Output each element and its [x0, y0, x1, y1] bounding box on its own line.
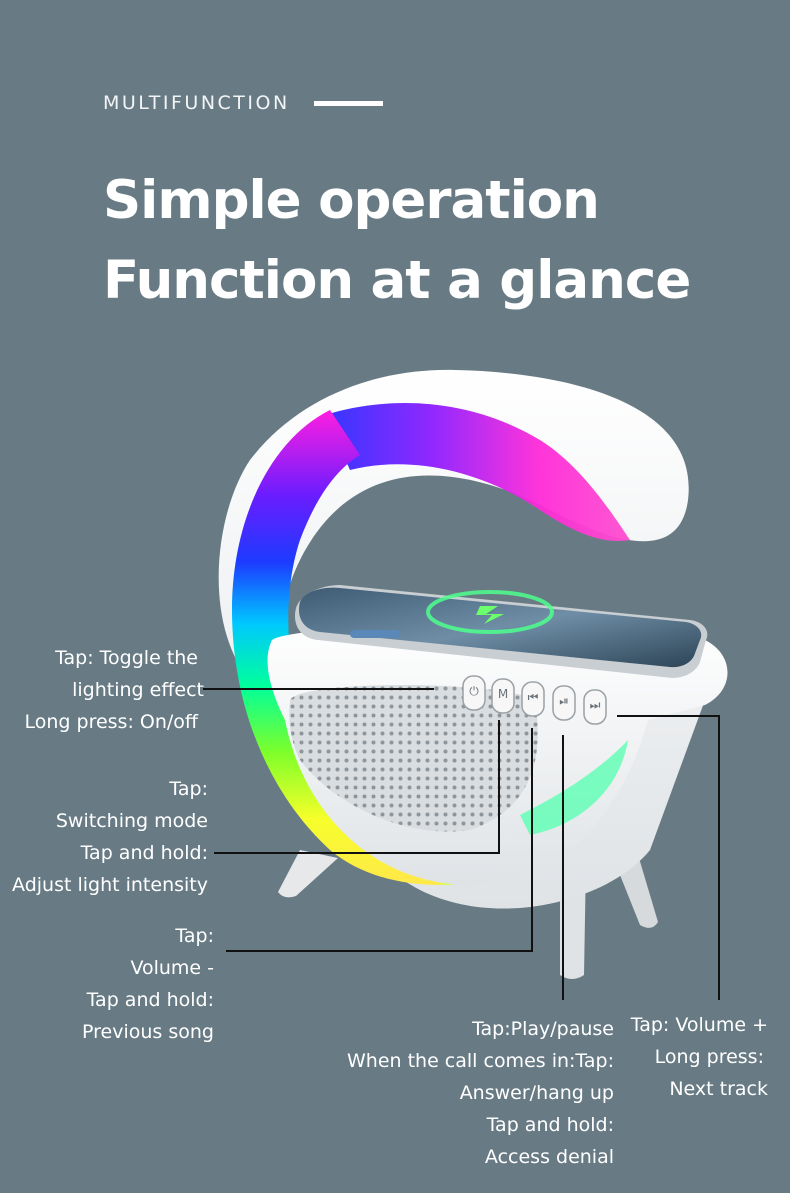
callout-play-pause-button: Tap:Play/pause When the call comes in:Ta… — [347, 1013, 614, 1173]
power-icon: ⏻ — [469, 684, 479, 698]
callout-line: Long press: On/off — [24, 711, 198, 733]
callout-line: lighting effect — [72, 679, 204, 701]
callout-line: Tap and hold: — [486, 1114, 614, 1136]
play-pause-icon: ⏯ — [559, 694, 569, 708]
mode-icon: M — [497, 687, 509, 701]
callout-line: Tap: Toggle the — [55, 647, 198, 669]
callout-power-button: Tap: Toggle the lighting effect Long pre… — [24, 642, 204, 738]
eyebrow-label: MULTIFUNCTION — [103, 92, 290, 114]
headline-line-2: Function at a glance — [103, 250, 691, 311]
callout-volume-up-button: Tap: Volume + Long press: Next track — [631, 1009, 768, 1105]
callout-line: Access denial — [484, 1146, 614, 1168]
callout-line: Volume - — [130, 957, 214, 979]
callout-line: Tap: Volume + — [630, 1014, 768, 1036]
callout-line: Tap and hold: — [86, 989, 214, 1011]
callout-line: Tap: — [169, 778, 208, 800]
headline-line-1: Simple operation — [103, 170, 600, 231]
callout-line: Next track — [669, 1078, 768, 1100]
previous-icon: ⏮ — [527, 690, 539, 704]
callout-line: Long press: — [654, 1046, 764, 1068]
callout-line: When the call comes in:Tap: — [346, 1050, 614, 1072]
control-buttons — [462, 675, 607, 725]
callout-line: Answer/hang up — [459, 1082, 614, 1104]
callout-line: Tap:Play/pause — [472, 1018, 614, 1040]
callout-line: Tap and hold: — [80, 842, 208, 864]
callout-mode-button: Tap: Switching mode Tap and hold: Adjust… — [12, 773, 208, 901]
callout-line: Switching mode — [55, 810, 208, 832]
callout-line: Adjust light intensity — [12, 874, 208, 896]
eyebrow-rule — [314, 101, 383, 106]
next-icon: ⏭ — [589, 698, 601, 712]
smartphone — [294, 585, 708, 678]
callout-line: Previous song — [82, 1021, 214, 1043]
callout-line: Tap: — [175, 925, 214, 947]
callout-volume-down-button: Tap: Volume - Tap and hold: Previous son… — [82, 920, 214, 1048]
